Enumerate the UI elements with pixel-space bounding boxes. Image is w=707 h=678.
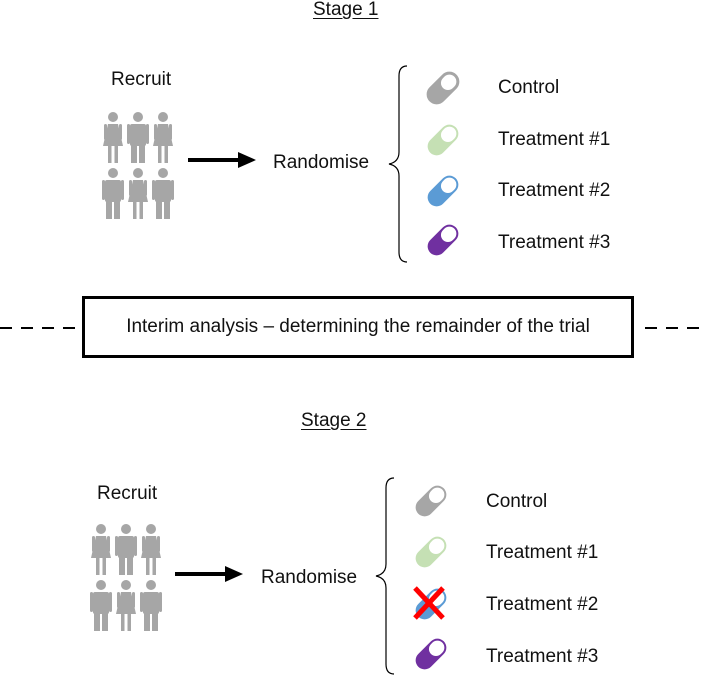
interim-analysis-text: Interim analysis – determining the remai… [126,316,590,337]
stage2-pill-treatment3-icon [415,638,447,670]
people-group [102,112,174,219]
woman-icon [91,524,111,575]
stage1-pill-control-icon [426,71,460,105]
woman-icon [153,112,173,163]
woman-icon [128,168,148,219]
man-icon [152,168,174,219]
interim-analysis-box: Interim analysis – determining the remai… [82,296,634,358]
stage2-arrow-icon [175,566,243,582]
stage2-pill-control-icon [415,485,447,517]
stage2-people-icon [90,524,162,631]
woman-icon [116,580,136,631]
stage1-randomise-label: Randomise [273,152,370,173]
man-icon [90,580,112,631]
stage1-arm-treatment1-label: Treatment #1 [498,129,611,150]
stage2-arm-treatment1-label: Treatment #1 [486,542,599,563]
red-cross-icon [413,586,445,620]
stage1-arrow-icon [188,152,256,168]
stage2-brace-icon [375,477,395,675]
stage1-arm-control-label: Control [498,77,560,98]
woman-icon [103,112,123,163]
stage1-pill-treatment1-icon [427,124,459,156]
stage1-pill-treatment2-icon [427,175,459,207]
woman-icon [141,524,161,575]
stage2-recruit-label: Recruit [97,483,158,504]
stage2-arm-treatment2-label: Treatment #2 [486,594,599,615]
stage2-pill-treatment2-dropped-icon [413,586,447,620]
stage1-arm-treatment2-label: Treatment #2 [498,180,611,201]
man-icon [115,524,137,575]
stage1-people-icon [102,112,174,219]
people-group [90,524,162,631]
stage2-randomise-label: Randomise [261,567,358,588]
man-icon [140,580,162,631]
man-icon [127,112,149,163]
left-dashed-line [0,327,80,329]
right-dashed-line [645,327,707,329]
stage2-title: Stage 2 [301,410,367,431]
man-icon [102,168,124,219]
stage1-title: Stage 1 [313,0,379,20]
stage2-pill-treatment1-icon [415,536,447,568]
stage2-arm-control-label: Control [486,491,548,512]
stage1-arm-treatment3-label: Treatment #3 [498,232,611,253]
stage2-arm-treatment3-label: Treatment #3 [486,646,599,667]
stage1-brace-icon [388,65,408,263]
stage1-pill-treatment3-icon [427,224,459,256]
stage1-recruit-label: Recruit [111,69,172,90]
